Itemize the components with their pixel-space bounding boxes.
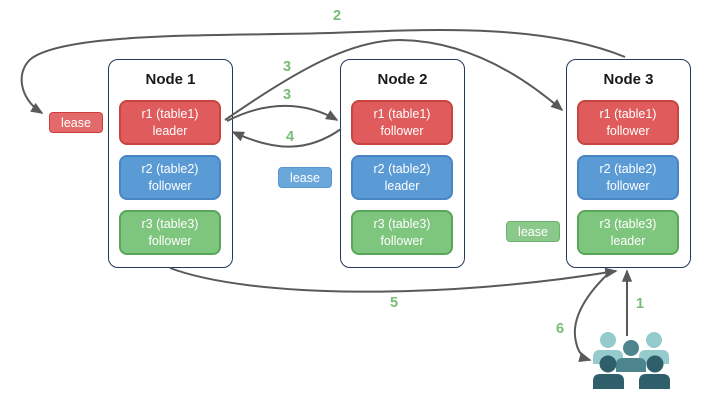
- arrow-step-5-node1-to-node3: [169, 267, 618, 293]
- replica-role: leader: [610, 233, 646, 248]
- node-2-title: Node 2: [377, 71, 428, 88]
- node3-replica-r1: r1 (table1) follower: [577, 100, 679, 145]
- node1-replica-r3: r3 (table3) follower: [119, 210, 221, 255]
- replica-role: follower: [606, 123, 650, 138]
- replica-label: r3 (table3): [373, 217, 431, 232]
- replica-label: r1 (table1): [141, 107, 199, 122]
- replica-label: r2 (table2): [373, 162, 431, 177]
- replica-label: r3 (table3): [599, 217, 657, 232]
- replica-role: follower: [606, 178, 650, 193]
- step-label-3a: 3: [283, 59, 292, 75]
- replica-role: follower: [148, 178, 192, 193]
- node-1-title: Node 1: [145, 71, 196, 88]
- lease-tag-table1: lease: [49, 112, 103, 133]
- node-2-box: Node 2 r1 (table1) follower r2 (table2) …: [340, 59, 465, 268]
- step-label-4: 4: [286, 129, 295, 145]
- step-label-3b: 3: [283, 87, 292, 103]
- replica-role: follower: [380, 123, 424, 138]
- node-1-box: Node 1 r1 (table1) leader r2 (table2) fo…: [108, 59, 233, 268]
- replica-label: r2 (table2): [599, 162, 657, 177]
- replica-role: follower: [148, 233, 192, 248]
- step-label-2: 2: [333, 8, 342, 24]
- node3-replica-r2: r2 (table2) follower: [577, 155, 679, 200]
- users-group-icon: [593, 332, 670, 389]
- node2-replica-r2: r2 (table2) leader: [351, 155, 453, 200]
- replica-label: r2 (table2): [141, 162, 199, 177]
- step-label-1: 1: [636, 296, 645, 312]
- node3-replica-r3: r3 (table3) leader: [577, 210, 679, 255]
- node-3-box: Node 3 r1 (table1) follower r2 (table2) …: [566, 59, 691, 268]
- step-label-6: 6: [556, 321, 565, 337]
- node-3-title: Node 3: [603, 71, 654, 88]
- replica-role: follower: [380, 233, 424, 248]
- node1-replica-r2: r2 (table2) follower: [119, 155, 221, 200]
- replica-role: leader: [152, 123, 188, 138]
- node1-replica-r1: r1 (table1) leader: [119, 100, 221, 145]
- node2-replica-r1: r1 (table1) follower: [351, 100, 453, 145]
- step-label-5: 5: [390, 295, 399, 311]
- lease-tag-table2: lease: [278, 167, 332, 188]
- arrow-step-3-leader-to-node2: [226, 104, 339, 122]
- replica-label: r3 (table3): [141, 217, 199, 232]
- replica-label: r1 (table1): [373, 107, 431, 122]
- replica-role: leader: [384, 178, 420, 193]
- replica-label: r1 (table1): [599, 107, 657, 122]
- node2-replica-r3: r3 (table3) follower: [351, 210, 453, 255]
- lease-tag-table3: lease: [506, 221, 560, 242]
